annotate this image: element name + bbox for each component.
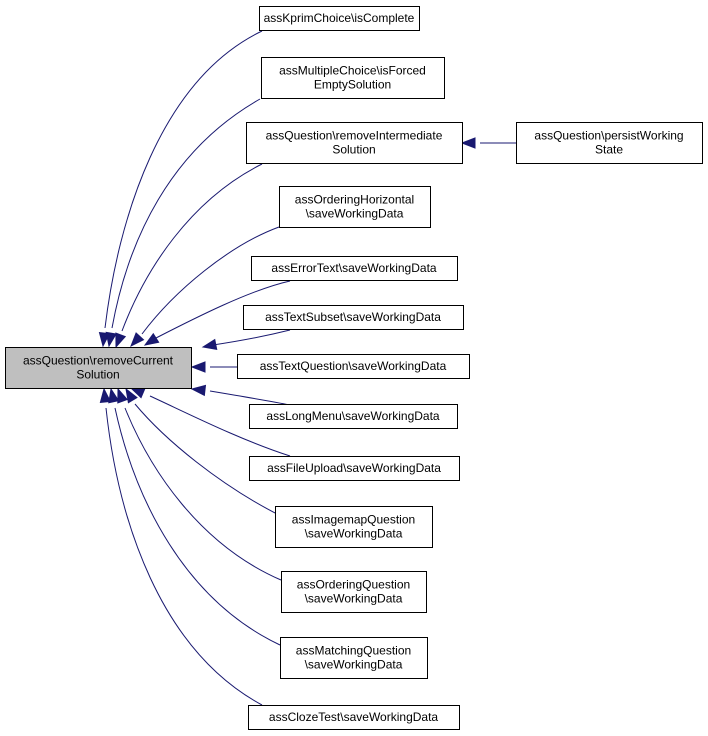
edge-n12-to-root: [108, 387, 281, 646]
node-label-line: Solution: [332, 143, 375, 157]
node-label-line: Solution: [76, 368, 119, 382]
arrow-head-icon: [130, 332, 145, 348]
node-box: [237, 354, 470, 379]
edge-line: [149, 395, 291, 457]
edge-line: [104, 30, 263, 329]
node-n1[interactable]: assKprimChoice\isComplete: [259, 6, 420, 31]
edge-line: [209, 390, 291, 406]
node-label-line: assQuestion\removeCurrent: [23, 354, 174, 368]
node-box: [251, 256, 458, 281]
node-label-line: assOrderingHorizontal: [295, 193, 414, 207]
edge-n11-to-root: [117, 387, 282, 581]
node-n5[interactable]: assErrorText\saveWorkingData: [251, 256, 458, 281]
node-n9[interactable]: assFileUpload\saveWorkingData: [249, 456, 460, 481]
node-box: [259, 6, 420, 31]
arrow-head-icon: [117, 387, 129, 404]
node-n12[interactable]: assMatchingQuestion\saveWorkingData: [280, 637, 428, 679]
node-box: [275, 506, 433, 548]
node-label-line: State: [595, 143, 623, 157]
node-label-line: assLongMenu\saveWorkingData: [266, 409, 440, 423]
node-label-line: assMultipleChoice\isForced: [279, 64, 426, 78]
edge-n8-to-root: [190, 384, 291, 406]
node-label-line: \saveWorkingData: [305, 592, 403, 606]
node-n7[interactable]: assTextQuestion\saveWorkingData: [237, 354, 470, 379]
node-label-line: assClozeTest\saveWorkingData: [269, 710, 439, 724]
edge-line: [121, 163, 263, 332]
node-label-line: assTextSubset\saveWorkingData: [265, 310, 441, 324]
node-label-line: assQuestion\persistWorking: [534, 129, 683, 143]
nodes-layer: assQuestion\removeCurrentSolutionassKpri…: [5, 6, 703, 730]
node-box: [280, 637, 428, 679]
edge-line: [111, 98, 261, 329]
node-label-line: assFileUpload\saveWorkingData: [267, 461, 441, 475]
edge-line: [141, 226, 280, 335]
node-n8[interactable]: assLongMenu\saveWorkingData: [249, 404, 458, 429]
arrow-head-icon: [190, 384, 207, 397]
arrow-head-icon: [115, 332, 127, 349]
arrow-head-icon: [143, 332, 160, 346]
node-box: [248, 705, 460, 730]
node-box: [243, 305, 464, 330]
node-label-line: assOrderingQuestion: [297, 578, 410, 592]
edge-n6-to-root: [201, 329, 291, 350]
node-label-line: \saveWorkingData: [305, 658, 403, 672]
node-label-line: assKprimChoice\isComplete: [264, 11, 415, 25]
arrow-head-icon: [99, 387, 112, 404]
edge-line: [105, 407, 263, 706]
node-box: [261, 57, 445, 99]
node-n13[interactable]: assClozeTest\saveWorkingData: [248, 705, 460, 730]
node-box: [281, 571, 427, 613]
node-label-line: EmptySolution: [314, 78, 391, 92]
edge-n14-to-n3: [460, 137, 516, 149]
node-box: [279, 186, 431, 228]
node-box: [249, 404, 458, 429]
arrow-head-icon: [460, 137, 476, 149]
edge-line: [134, 403, 280, 516]
node-box: [5, 347, 192, 389]
edge-line: [212, 329, 291, 346]
edge-line: [124, 407, 282, 581]
node-n6[interactable]: assTextSubset\saveWorkingData: [243, 305, 464, 330]
node-label-line: assErrorText\saveWorkingData: [271, 261, 436, 275]
edge-n13-to-root: [99, 387, 263, 706]
arrow-head-icon: [105, 331, 117, 348]
arrow-head-icon: [201, 338, 218, 350]
edge-n2-to-root: [105, 98, 261, 348]
node-label-line: assTextQuestion\saveWorkingData: [260, 359, 447, 373]
node-label-line: assQuestion\removeIntermediate: [266, 129, 443, 143]
node-label-line: \saveWorkingData: [305, 527, 403, 541]
node-label-line: assMatchingQuestion: [296, 644, 411, 658]
node-label-line: assImagemapQuestion: [292, 513, 415, 527]
node-n4[interactable]: assOrderingHorizontal\saveWorkingData: [279, 186, 431, 228]
edge-n5-to-root: [143, 280, 291, 346]
node-box: [516, 122, 703, 164]
edge-n4-to-root: [130, 226, 280, 348]
edge-line: [155, 280, 291, 339]
node-label-line: \saveWorkingData: [306, 207, 404, 221]
node-box: [249, 456, 460, 481]
arrow-head-icon: [108, 387, 120, 404]
edge-n10-to-root: [125, 387, 280, 516]
node-box: [246, 122, 463, 164]
node-n11[interactable]: assOrderingQuestion\saveWorkingData: [281, 571, 427, 613]
edge-n7-to-root: [190, 361, 237, 373]
edge-n3-to-root: [115, 163, 263, 349]
node-n10[interactable]: assImagemapQuestion\saveWorkingData: [275, 506, 433, 548]
edges-layer: [98, 30, 516, 706]
arrow-head-icon: [190, 361, 206, 373]
arrow-head-icon: [125, 387, 138, 404]
edge-line: [114, 407, 281, 646]
